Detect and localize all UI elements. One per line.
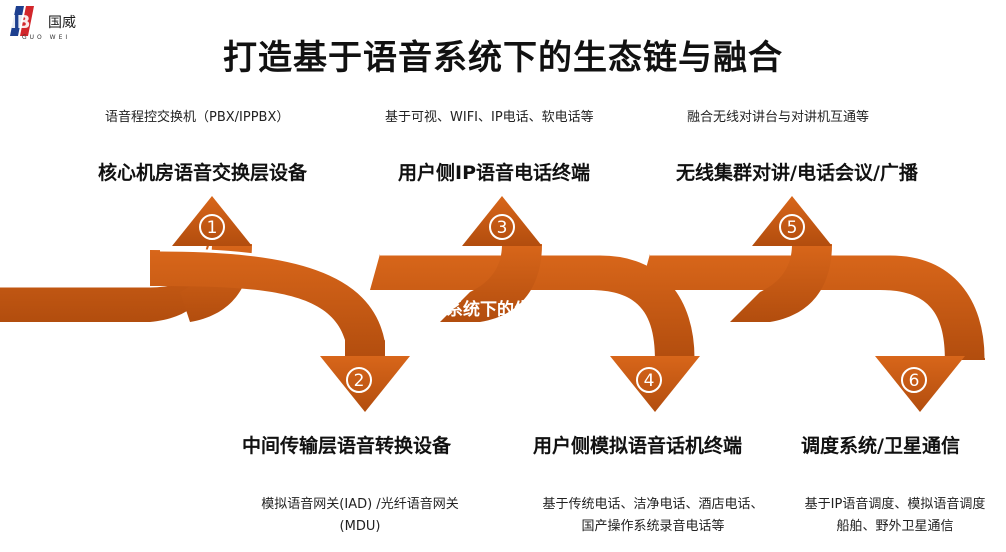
step-3-heading: 用户侧IP语音电话终端	[398, 162, 590, 184]
step-6-heading: 调度系统/卫星通信	[801, 435, 960, 457]
company-logo: IB 国威 GUO WEI	[6, 4, 116, 42]
step-3-desc: 基于可视、WIFI、IP电话、软电话等	[385, 110, 594, 125]
step-2-desc: 模拟语音网关(IAD) /光纤语音网关 (MDU)	[230, 494, 490, 538]
step-6-desc-line2: 船舶、野外卫星通信	[836, 519, 954, 534]
arrow-2-head	[320, 356, 410, 412]
step-2-desc-line2: (MDU)	[339, 519, 381, 534]
svg-text:IB: IB	[10, 12, 30, 33]
step-4-desc: 基于传统电话、洁净电话、酒店电话、 国产操作系统录音电话等	[518, 494, 788, 538]
arrow-1-head	[172, 196, 252, 246]
logo-sub: GUO WEI	[22, 34, 71, 41]
svg-text:4: 4	[644, 371, 655, 391]
step-2-desc-line1: 模拟语音网关(IAD) /光纤语音网关	[261, 497, 459, 512]
svg-text:1: 1	[207, 218, 218, 238]
step-2-badge: 2	[346, 367, 372, 393]
page-title: 打造基于语音系统下的生态链与融合	[223, 38, 783, 78]
step-6-desc: 基于IP语音调度、模拟语音调度 船舶、野外卫星通信	[786, 494, 1004, 538]
arrow-4-head	[610, 356, 700, 412]
svg-text:2: 2	[354, 371, 365, 391]
band-1-2	[150, 250, 385, 360]
step-4-heading: 用户侧模拟语音话机终端	[533, 435, 743, 457]
band-4-6	[640, 254, 985, 360]
arrow-6-head	[875, 356, 965, 412]
step-6-desc-line1: 基于IP语音调度、模拟语音调度	[804, 497, 986, 512]
arrow-5-head	[752, 196, 832, 246]
logo-mark-icon: IB	[10, 6, 34, 36]
step-1-desc: 语音程控交换机（PBX/IPPBX）	[105, 110, 290, 125]
step-6-badge: 6	[901, 367, 927, 393]
step-4-desc-line1: 基于传统电话、洁净电话、酒店电话、	[542, 497, 764, 512]
band-2-4	[370, 254, 695, 360]
svg-text:5: 5	[787, 218, 798, 238]
step-4-desc-line2: 国产操作系统录音电话等	[581, 519, 725, 534]
svg-text:3: 3	[497, 218, 508, 238]
step-4-badge: 4	[636, 367, 662, 393]
svg-text:6: 6	[909, 371, 920, 391]
flow-band	[0, 230, 210, 322]
step-2-heading: 中间传输层语音转换设备	[242, 435, 452, 457]
step-5-desc: 融合无线对讲台与对讲机互通等	[687, 110, 870, 125]
step-1-badge: 1	[199, 214, 225, 240]
step-3-badge: 3	[489, 214, 515, 240]
step-5-badge: 5	[779, 214, 805, 240]
arrow-5-shaft	[730, 244, 832, 322]
step-1-heading: 核心机房语音交换层设备	[98, 162, 308, 184]
arrow-3-head	[462, 196, 542, 246]
step-5-heading: 无线集群对讲/电话会议/广播	[676, 162, 918, 184]
band-label: 基于语音系统下的生态链融合	[378, 300, 599, 320]
logo-name: 国威	[48, 15, 76, 31]
arrow-3-shaft	[440, 244, 542, 322]
